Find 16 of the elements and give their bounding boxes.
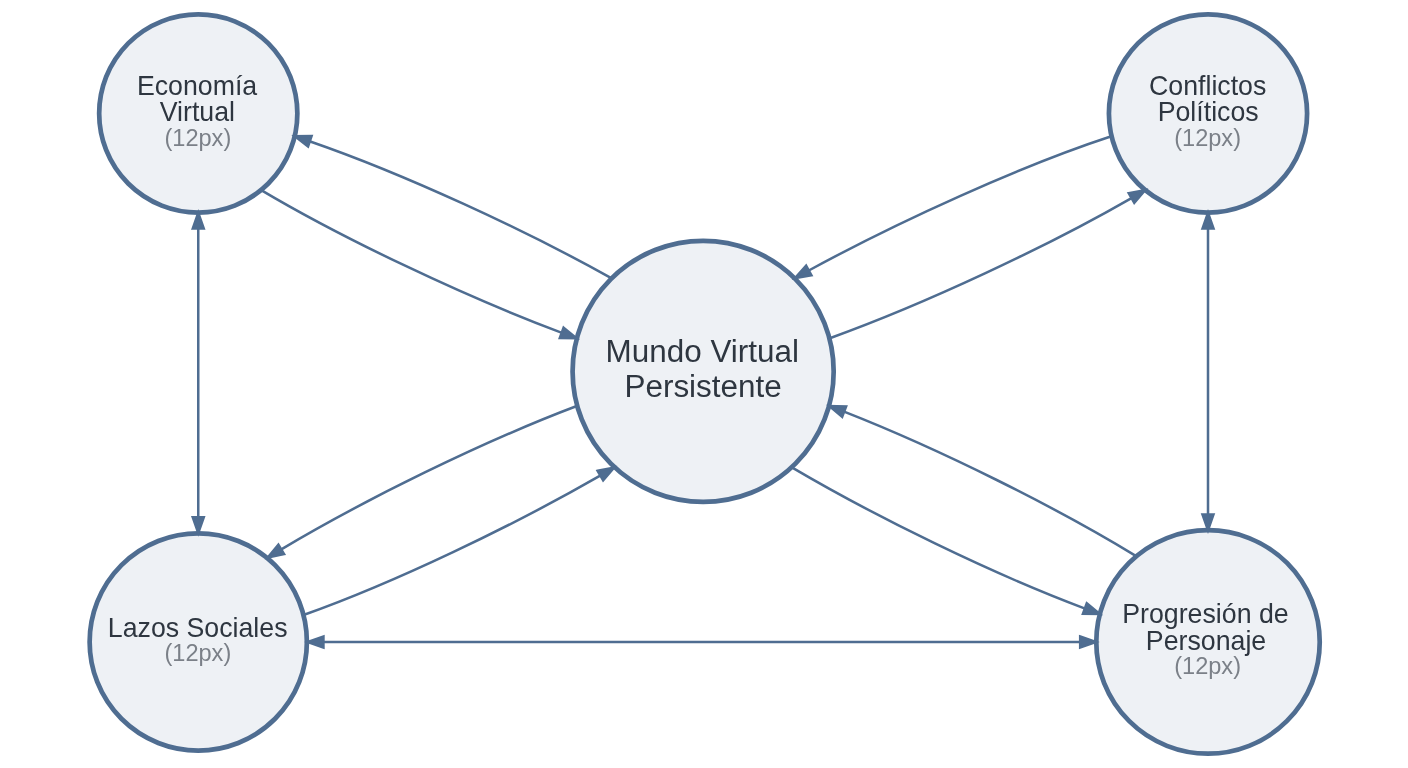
arrow [260, 189, 580, 340]
arrow [791, 135, 1112, 280]
node-circle: Conflictos Políticos (12px) [1106, 12, 1309, 215]
node-circle: Progresión de Personaje (12px) [1093, 527, 1322, 757]
arrow [828, 188, 1148, 340]
node-circle: Mundo Virtual Persistente [569, 238, 836, 505]
arrow [303, 465, 617, 616]
arrow [290, 134, 612, 280]
arrow [303, 634, 1100, 650]
arrow [1200, 209, 1215, 534]
arrow [190, 209, 206, 537]
arrow [264, 404, 577, 560]
node-circle: Lazos Sociales (12px) [86, 530, 309, 753]
arrow [825, 404, 1137, 558]
arrow [791, 466, 1103, 616]
node-circle: Economía Virtual (12px) [96, 12, 300, 215]
